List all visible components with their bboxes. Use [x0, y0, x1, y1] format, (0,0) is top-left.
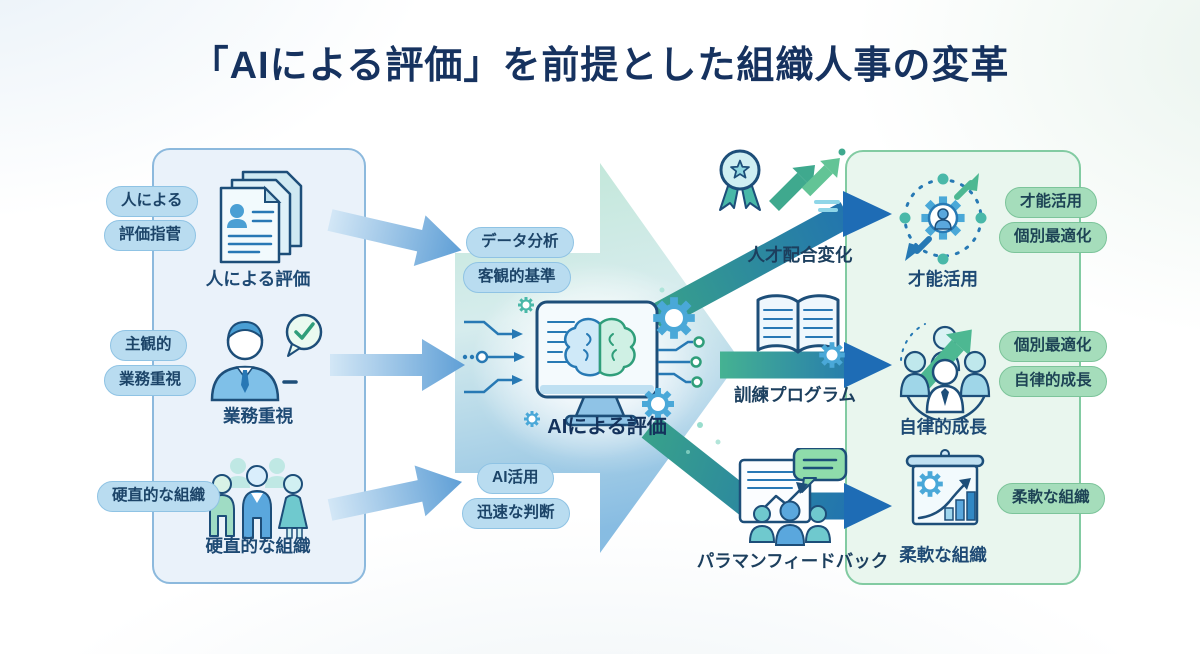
- tag-kobetsu-saitekika-1: 個別最適化: [999, 222, 1107, 253]
- page-title: 「AIによる評価」を前提とした組織人事の変革: [190, 45, 1010, 87]
- stacked-documents-icon: [219, 170, 303, 264]
- open-book-gear-icon: [756, 294, 845, 368]
- label-autonomous-growth: 自律的成長: [899, 417, 987, 437]
- tag-kobetsu-saitekika-2: 個別最適化: [999, 331, 1107, 362]
- input-arrow-bottom: [327, 465, 463, 521]
- brain-icon: [563, 317, 637, 377]
- label-rigid-organization: 硬直的な組織: [205, 536, 311, 556]
- people-growth-icon: [899, 323, 991, 420]
- tag-data-bunseki: データ分析: [466, 227, 574, 258]
- circuit-right-icon: [658, 336, 705, 388]
- label-ai-evaluation: AIによる評価: [547, 416, 667, 438]
- sparkle-dot: [686, 450, 690, 454]
- people-group-icon: [209, 458, 308, 539]
- label-talent-reallocation: 人才配合変化: [747, 245, 853, 265]
- label-training-program: 訓練プログラム: [734, 385, 856, 405]
- tag-kouchokuteki: 硬直的な組織: [97, 481, 221, 512]
- feedback-chat-people-icon: [738, 448, 848, 546]
- tag-jinsoku-handan: 迅速な判断: [462, 498, 570, 529]
- tag-hyouka-shikan: 評価指菅: [104, 220, 197, 251]
- label-talent-utilization: 才能活用: [908, 269, 978, 289]
- check-bubble-icon: [285, 313, 323, 357]
- gear-person-cycle-icon: [899, 173, 987, 265]
- businessman-icon: [210, 313, 323, 402]
- sparkle-dot: [715, 439, 721, 445]
- tag-kyakkanteki-kijun: 客観的基準: [463, 262, 571, 293]
- sparkle-dot: [659, 287, 665, 293]
- growth-arrows-icon: [769, 148, 846, 212]
- ai-monitor-brain-icon: [462, 297, 705, 427]
- sparkle-dot: [697, 422, 703, 428]
- tag-hito-ni-yoru: 人による: [106, 186, 198, 217]
- tag-gyoumu-jushi: 業務重視: [104, 365, 197, 396]
- branch-arrow-top: [648, 202, 854, 330]
- label-task-focus: 業務重視: [223, 406, 293, 426]
- circuit-left-icon: [462, 297, 540, 427]
- tag-jiritsu-seichou: 自律的成長: [999, 366, 1107, 397]
- award-ribbon-icon: [719, 149, 761, 211]
- presentation-board-icon: [905, 449, 985, 526]
- label-flexible-organization: 柔軟な組織: [899, 545, 987, 565]
- label-performance-feedback: パラマンフィードバック: [696, 551, 889, 571]
- label-human-evaluation: 人による評価: [205, 269, 311, 289]
- input-arrows: [327, 209, 465, 521]
- tag-ai-katsuyou: AI活用: [477, 463, 554, 494]
- input-arrow-top: [327, 209, 462, 267]
- tag-juunan-soshiki: 柔軟な組織: [997, 483, 1105, 514]
- input-arrow-middle: [330, 339, 465, 391]
- tag-shukanteki: 主観的: [110, 330, 187, 361]
- tag-sainou-katsuyou: 才能活用: [1005, 187, 1098, 218]
